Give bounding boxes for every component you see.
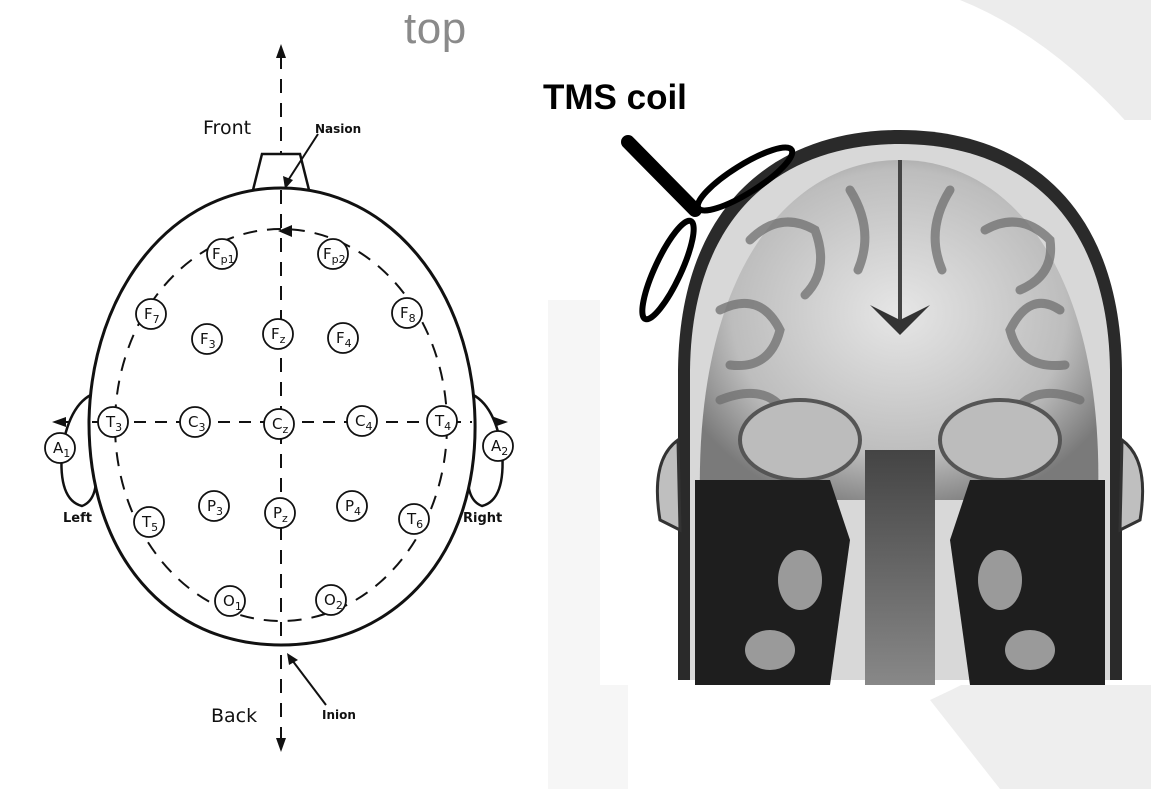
electrode-fp1: Fp1 [207, 239, 237, 269]
electrode-t3: T3 [98, 407, 128, 437]
electrode-f3: F3 [192, 324, 222, 354]
mri-coronal-slice [600, 120, 1151, 685]
electrode-c4: C4 [347, 406, 377, 436]
electrode-pz: Pz [265, 498, 295, 528]
electrode-fz: Fz [263, 319, 293, 349]
left-label: Left [63, 511, 92, 526]
electrode-fp2: Fp2 [318, 239, 348, 269]
mri-panel [600, 120, 1151, 685]
right-label: Right [463, 511, 502, 526]
back-label: Back [211, 705, 257, 727]
electrode-o1: O1 [215, 586, 245, 616]
electrode-a2: A2 [483, 431, 513, 461]
electrode-p3: P3 [199, 491, 229, 521]
electrode-p4: P4 [337, 491, 367, 521]
electrode-o2: O2 [316, 585, 346, 615]
front-label: Front [203, 117, 251, 139]
tms-coil-label: TMS coil [543, 78, 687, 118]
nasion-label: Nasion [315, 122, 361, 136]
electrode-t4: T4 [427, 406, 457, 436]
electrode-a1: A1 [45, 433, 75, 463]
electrode-f4: F4 [328, 323, 358, 353]
electrode-t6: T6 [399, 504, 429, 534]
electrode-c3: C3 [180, 407, 210, 437]
eeg-electrode-diagram: Front Back Left Right Nasion Inion Fp1 Fp… [0, 0, 560, 789]
electrode-t5: T5 [134, 507, 164, 537]
inion-label: Inion [322, 708, 356, 722]
electrode-f7: F7 [136, 299, 166, 329]
electrode-cz: Cz [264, 409, 294, 439]
electrode-f8: F8 [392, 298, 422, 328]
